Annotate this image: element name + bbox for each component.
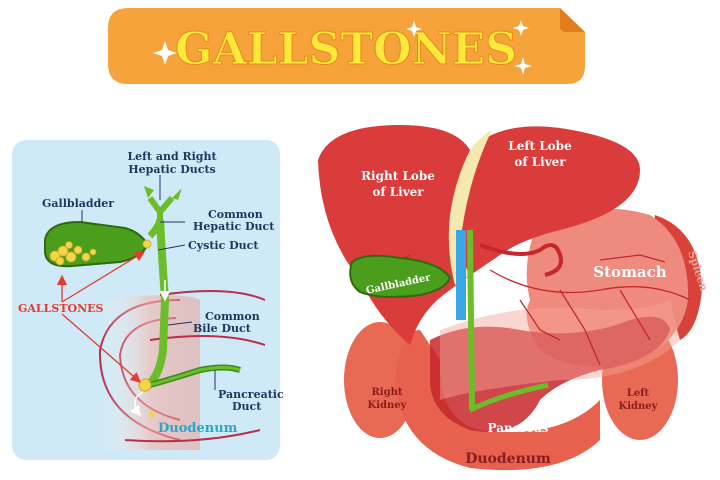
pancreatic-label-1: Pancreatic [218,388,284,401]
duodenum [395,330,600,471]
right-kidney-label-1: Right [372,387,403,398]
title-banner: GALLSTONES [108,8,585,84]
gallstones-label: GALLSTONES [18,302,104,315]
hepatic-ducts-label-2: Hepatic Ducts [128,163,216,176]
sparkle-icon [153,20,532,75]
left-lobe-label-2: of Liver [514,155,566,169]
pancreas-label: Pancreas [488,421,549,435]
anatomy-gallbladder [349,254,452,298]
banner-title: GALLSTONES [175,24,517,75]
gallbladder-label: Gallbladder [42,197,114,210]
right-lobe-label-1: Right Lobe [361,169,435,183]
left-lobe-label-1: Left Lobe [508,139,572,153]
common-bile-label-1: Common [205,310,260,323]
stomach-label: Stomach [593,263,666,281]
anatomy-duodenum-label: Duodenum [465,451,551,467]
common-bile-label-2: Bile Duct [193,322,252,335]
cystic-duct-label: Cystic Duct [188,239,259,252]
bile-duct-inset: Left and Right Hepatic Ducts Gallbladder… [12,140,284,460]
inset-duodenum-label: Duodenum [158,421,238,436]
left-kidney-label-2: Kidney [619,401,659,412]
abdominal-anatomy: Right Lobe of Liver Left Lobe of Liver S… [318,125,710,471]
right-kidney [344,322,416,438]
gallstone-cluster [49,239,152,266]
blood-vessels [369,254,691,366]
common-hepatic-label-2: Hepatic Duct [193,220,275,233]
right-lobe-label-2: of Liver [372,185,424,199]
right-kidney-label-2: Kidney [368,400,408,411]
hepatic-ducts-label-1: Left and Right [127,150,217,163]
left-kidney-label-1: Left [627,388,650,399]
common-hepatic-label-1: Common [208,208,263,221]
pancreatic-label-2: Duct [232,400,262,413]
